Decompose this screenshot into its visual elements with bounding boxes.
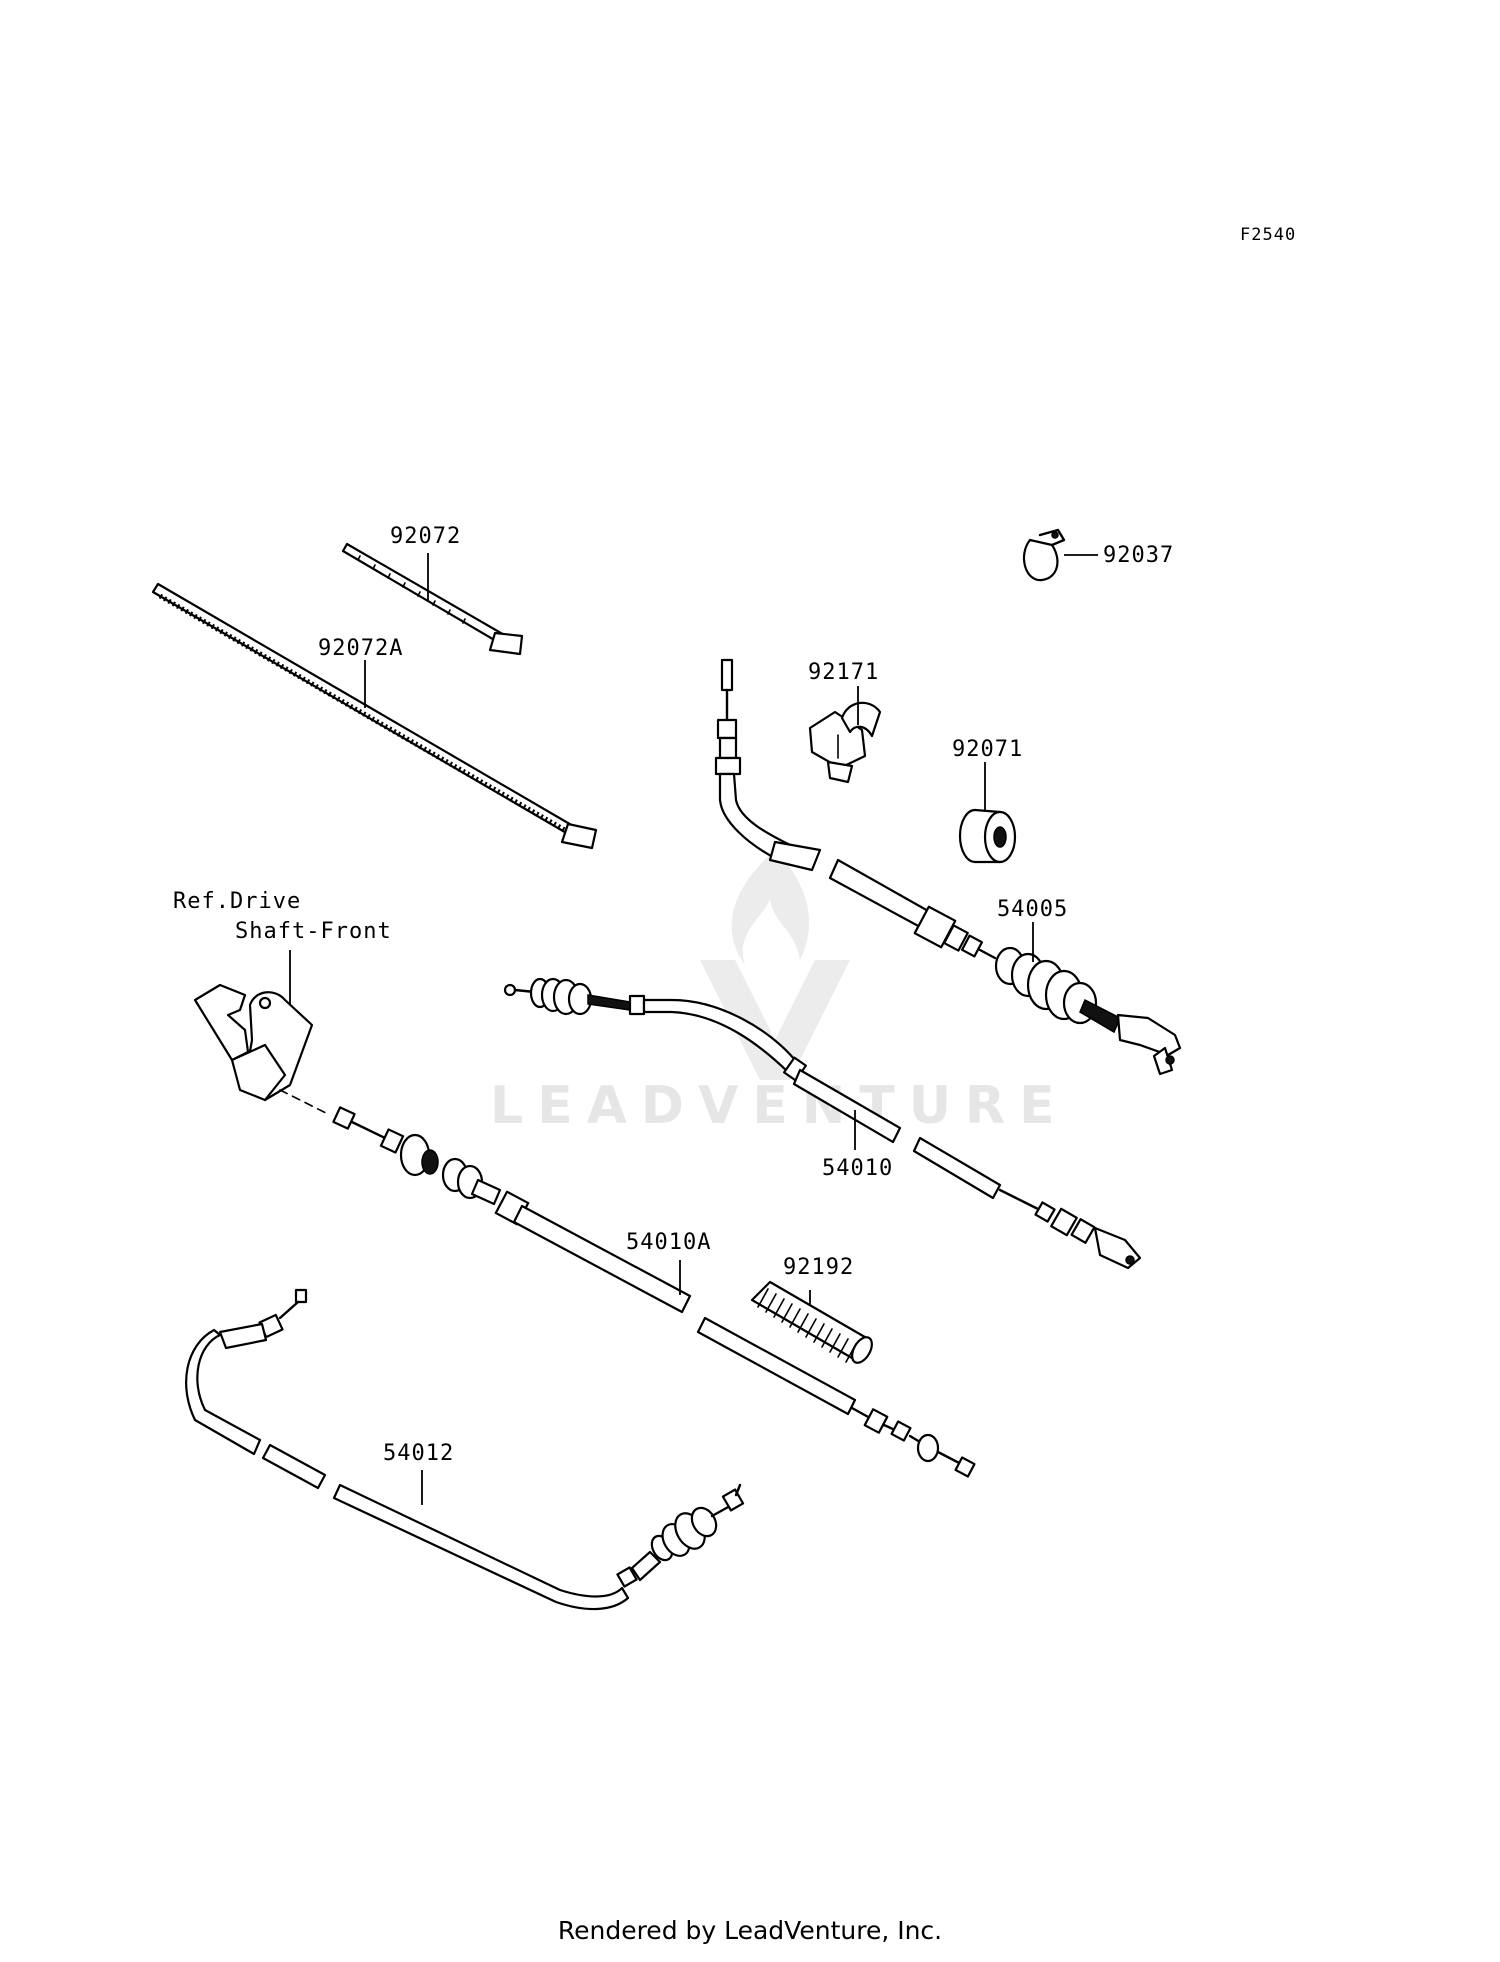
leader-lines: [289, 553, 1098, 1505]
reference-label-line1: Ref.Drive: [173, 889, 302, 914]
holder-92171[interactable]: [808, 701, 882, 784]
watermark-logo: [700, 850, 850, 1080]
cable-54010A[interactable]: [332, 1106, 976, 1478]
watermark-text: LEADVENTURE: [490, 1076, 1069, 1136]
cable-tie-92072A[interactable]: [151, 582, 598, 850]
figure-id: F2540: [1240, 225, 1297, 245]
part-label-54010[interactable]: 54010: [822, 1156, 894, 1181]
part-label-92171[interactable]: 92171: [808, 660, 880, 685]
cable-54012[interactable]: [185, 1288, 745, 1611]
ref-drive-shaft-bracket: [193, 983, 329, 1115]
part-label-92037[interactable]: 92037: [1103, 543, 1175, 568]
part-label-92192[interactable]: 92192: [783, 1255, 855, 1280]
part-label-54010A[interactable]: 54010A: [626, 1230, 712, 1255]
part-label-54012[interactable]: 54012: [383, 1441, 455, 1466]
footer-credit: Rendered by LeadVenture, Inc.: [557, 1916, 943, 1945]
part-label-92071[interactable]: 92071: [952, 737, 1024, 762]
grommet-92071[interactable]: [958, 808, 1017, 864]
part-label-92072A[interactable]: 92072A: [318, 636, 404, 661]
reference-label-line2: Shaft-Front: [235, 919, 392, 944]
clamp-92037[interactable]: [1022, 528, 1066, 582]
part-label-54005[interactable]: 54005: [997, 897, 1069, 922]
cable-54005[interactable]: [714, 658, 1182, 1076]
part-label-92072[interactable]: 92072: [390, 524, 462, 549]
spring-protector-92192[interactable]: [750, 1280, 876, 1366]
cable-54010[interactable]: [503, 977, 1142, 1270]
